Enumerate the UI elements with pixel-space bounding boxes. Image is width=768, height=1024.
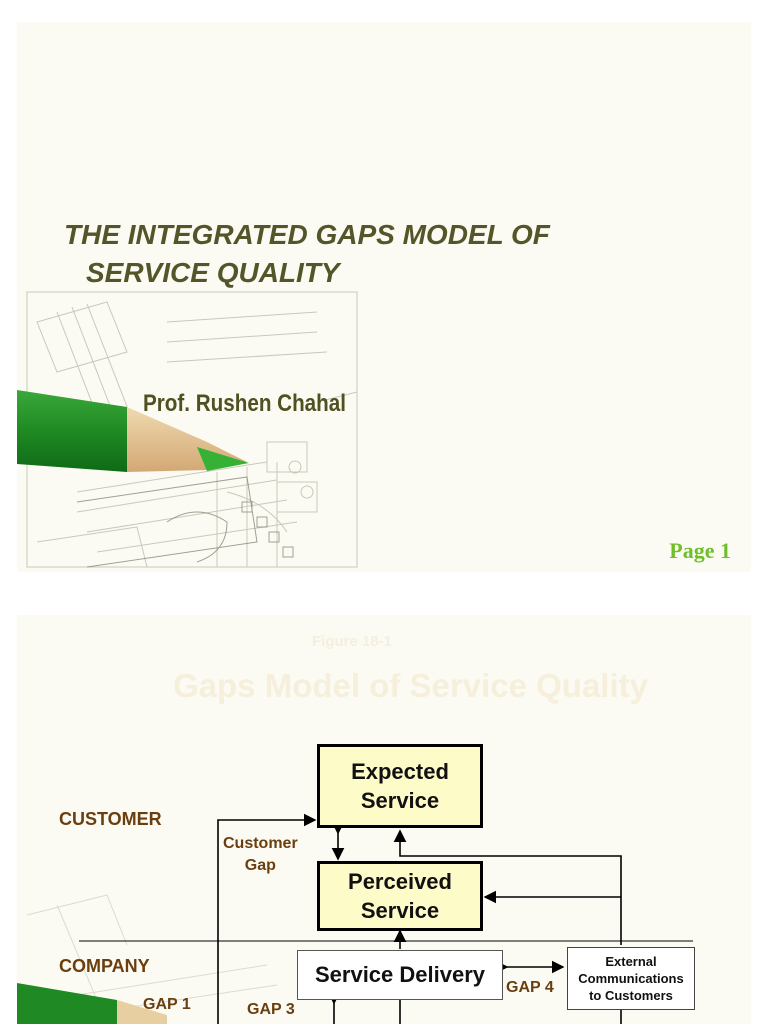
page-number: Page 1 bbox=[669, 538, 731, 563]
figure-title: Gaps Model of Service Quality bbox=[173, 667, 648, 704]
expected-service-box: Expected Service bbox=[317, 744, 483, 828]
external-communications-box: External Communications to Customers bbox=[567, 947, 695, 1010]
gap-1-label: GAP 1 bbox=[143, 996, 191, 1013]
figure-label: Figure 18-1 bbox=[312, 633, 393, 650]
title-line-1: THE INTEGRATED GAPS MODEL OF bbox=[64, 219, 550, 250]
external-line-2: Communications bbox=[578, 971, 684, 986]
title-line-2: SERVICE QUALITY bbox=[86, 257, 340, 288]
gap-3-label: GAP 3 bbox=[247, 1001, 295, 1018]
sketch-background bbox=[17, 894, 278, 1024]
pencil-icon bbox=[17, 390, 249, 472]
customer-gap-label: Customer Gap bbox=[223, 833, 298, 877]
slide-title: THE INTEGRATED GAPS MODEL OF SERVICE QUA… bbox=[64, 216, 704, 292]
sketch-background bbox=[17, 291, 358, 568]
perceived-service-box: Perceived Service bbox=[317, 861, 483, 931]
external-line-1: External bbox=[605, 954, 657, 969]
customer-gap-line-2: Gap bbox=[244, 857, 276, 874]
author-name: Prof. Rushen Chahal bbox=[143, 390, 346, 417]
customer-label: CUSTOMER bbox=[59, 809, 162, 829]
service-delivery-box: Service Delivery bbox=[297, 950, 503, 1000]
external-line-3: to Customers bbox=[589, 988, 673, 1003]
service-delivery-label: Service Delivery bbox=[314, 962, 486, 987]
perceived-line-1: Perceived bbox=[348, 869, 452, 894]
gap-4-label: GAP 4 bbox=[506, 979, 554, 996]
title-slide: THE INTEGRATED GAPS MODEL OF SERVICE QUA… bbox=[17, 22, 751, 572]
customer-gap-line-1: Customer bbox=[223, 835, 298, 852]
perceived-line-2: Service bbox=[360, 898, 440, 923]
company-label: COMPANY bbox=[59, 956, 150, 976]
expected-line-2: Service bbox=[360, 788, 440, 813]
expected-line-1: Expected bbox=[351, 759, 449, 784]
pencil-icon bbox=[17, 983, 167, 1024]
gaps-model-slide: Figure 18-1 Gaps Model of Service Qualit… bbox=[17, 615, 751, 1024]
